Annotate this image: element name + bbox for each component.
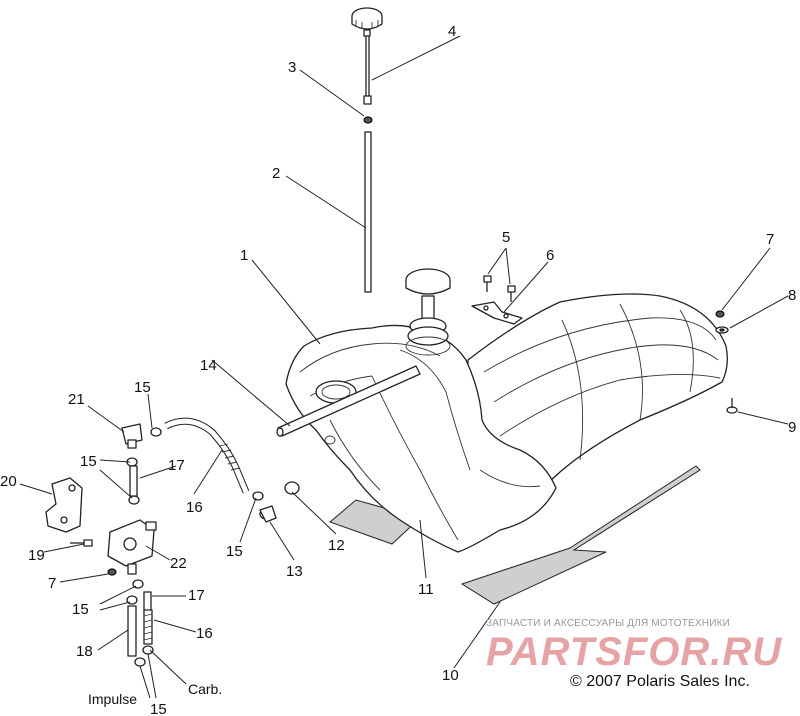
- clamp-15-top: [150, 427, 162, 437]
- callout-7-right: 7: [766, 231, 774, 248]
- fuel-line-16-upper: [164, 417, 250, 494]
- hose-17-upper: [129, 465, 138, 497]
- hose-17-lower: [143, 591, 152, 613]
- callout-19: 19: [28, 547, 45, 564]
- bracket-20: [45, 477, 83, 533]
- washer-8: [715, 326, 729, 334]
- fitting-13: [259, 481, 300, 523]
- pad-10: [460, 465, 701, 605]
- screw-19: [70, 539, 93, 547]
- screw-5b: [507, 285, 516, 302]
- callout-9: 9: [788, 419, 796, 436]
- gauge-rod: [364, 131, 372, 293]
- callout-15-mid: 15: [80, 453, 97, 470]
- callout-2: 2: [272, 165, 280, 182]
- label-impulse: Impulse: [88, 691, 137, 707]
- callout-14: 14: [200, 357, 217, 374]
- copyright-notice: © 2007 Polaris Sales Inc.: [570, 673, 750, 690]
- vent-tube: [276, 365, 421, 437]
- callout-7-left: 7: [48, 575, 56, 592]
- callout-15-lower: 15: [72, 601, 89, 618]
- callout-12: 12: [328, 537, 345, 554]
- clamp-15-bottom: [134, 645, 154, 667]
- callout-20: 20: [0, 473, 17, 490]
- bolt-9: [726, 398, 738, 414]
- nut-7-right: [715, 310, 725, 318]
- screw-5a: [483, 275, 492, 292]
- callout-10: 10: [442, 667, 459, 684]
- fitting-21: [121, 423, 143, 449]
- fuel-cap: [405, 268, 451, 356]
- callout-22: 22: [170, 555, 187, 572]
- label-carb: Carb.: [188, 681, 222, 697]
- watermark-logo: PARTSFOR.RU: [486, 630, 783, 674]
- callout-numbers: 4 3 2 1 5 6 7 8 9 10 11 12 13 14 15 21 1…: [0, 23, 796, 716]
- callout-8: 8: [788, 287, 796, 304]
- callout-21: 21: [68, 391, 85, 408]
- callout-5: 5: [502, 229, 510, 246]
- callout-17-lower: 17: [188, 587, 205, 604]
- clamp-15-near-tank: [252, 491, 264, 501]
- leader-lines: [19, 35, 789, 699]
- watermark-tagline: ЗАПЧАСТИ И АКСЕССУАРЫ ДЛЯ МОТОТЕХНИКИ: [486, 618, 731, 629]
- callout-1: 1: [240, 247, 248, 264]
- hose-18: [127, 605, 137, 657]
- callout-16-upper: 16: [186, 499, 203, 516]
- callout-4: 4: [448, 23, 456, 40]
- callout-15-tank: 15: [226, 543, 243, 560]
- nut-7-left: [107, 568, 117, 576]
- callout-18: 18: [76, 643, 93, 660]
- bracket-6: [471, 301, 523, 325]
- fuel-gauge-cap: [351, 7, 383, 105]
- callout-15-top: 15: [134, 379, 151, 396]
- callout-17-upper: 17: [168, 457, 185, 474]
- callout-15-bottom: 15: [150, 701, 167, 716]
- fuel-valve-22: [107, 519, 157, 575]
- o-ring-3: [363, 116, 373, 124]
- callout-6: 6: [546, 247, 554, 264]
- callout-13: 13: [286, 563, 303, 580]
- callout-16-lower: 16: [196, 625, 213, 642]
- callout-11: 11: [418, 581, 434, 598]
- fuel-line-16-lower: [143, 609, 153, 645]
- callout-3: 3: [288, 59, 296, 76]
- clamp-15-lower: [126, 579, 144, 605]
